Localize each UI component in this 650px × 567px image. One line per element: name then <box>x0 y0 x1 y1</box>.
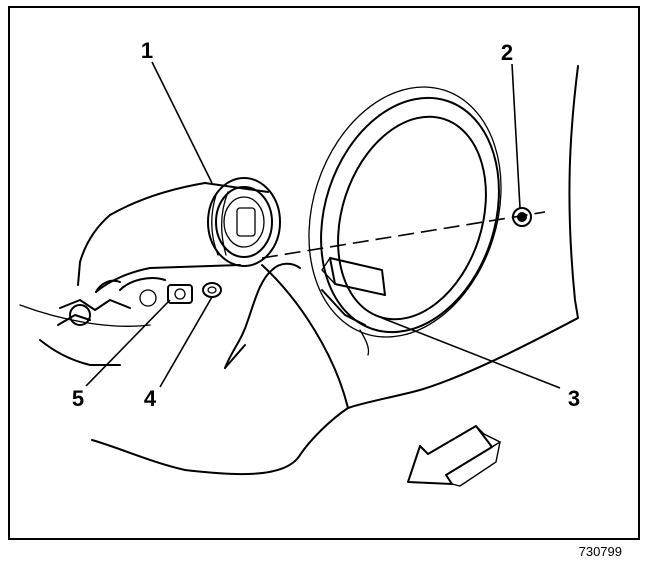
callout-2: 2 <box>501 40 513 65</box>
leader-3 <box>381 317 561 389</box>
fuel-filler-housing <box>77 177 281 293</box>
fuel-door-hinge <box>321 257 386 356</box>
leader-5 <box>85 299 171 387</box>
direction-arrow <box>407 425 502 487</box>
fastener-5 <box>167 284 193 304</box>
leader-1 <box>151 61 213 184</box>
fuel-door-ring <box>308 86 502 338</box>
alignment-line <box>261 211 546 259</box>
figure-id: 730799 <box>579 544 622 559</box>
leader-4 <box>159 296 213 388</box>
body-panel <box>19 65 579 476</box>
leader-2 <box>511 63 521 209</box>
callout-5: 5 <box>72 386 84 411</box>
hose-linkage <box>57 277 166 326</box>
callout-3: 3 <box>568 386 580 411</box>
callout-4: 4 <box>144 386 157 411</box>
callout-1: 1 <box>141 38 153 63</box>
